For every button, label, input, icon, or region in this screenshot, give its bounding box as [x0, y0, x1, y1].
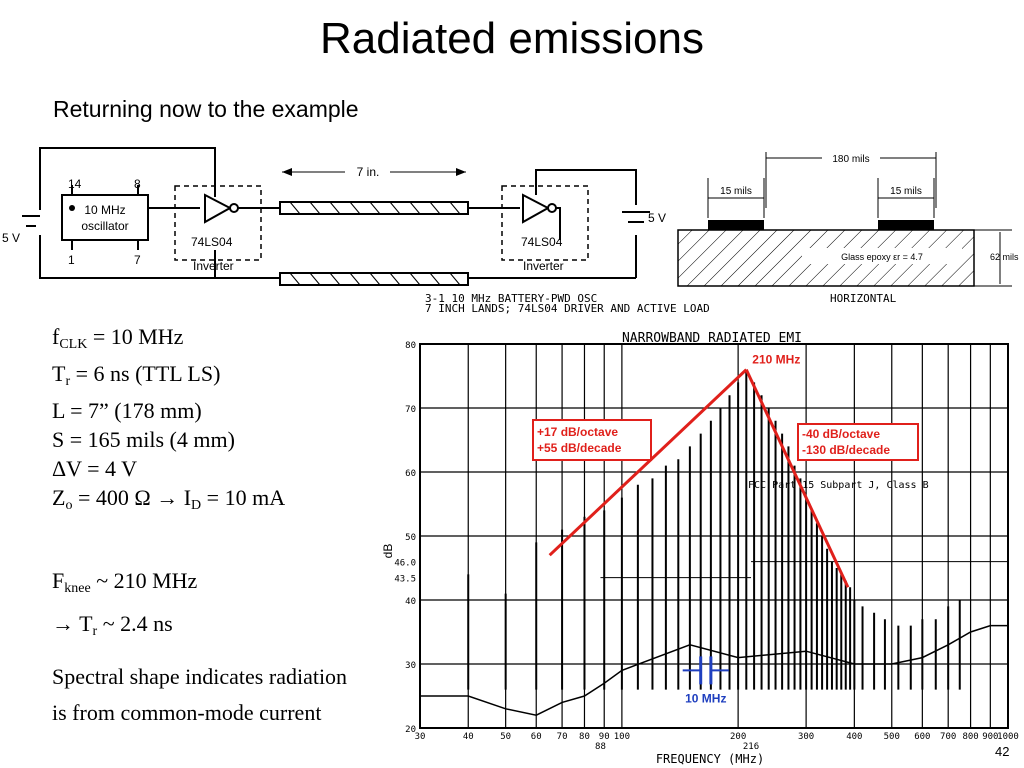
oscillator-label-2: oscillator: [81, 219, 128, 233]
x-tick-label: 400: [846, 732, 862, 742]
x-tick-label: 80: [579, 732, 590, 742]
x-tick-label: 50: [500, 732, 511, 742]
schematic-caption-2: 7 INCH LANDS; 74LS04 DRIVER AND ACTIVE L…: [425, 302, 710, 315]
gate-label-1: 74LS04: [191, 235, 233, 249]
peak-label: 210 MHz: [752, 353, 800, 367]
emi-spectrum-chart: NARROWBAND RADIATED EMI dB FREQUENCY (MH…: [381, 331, 1019, 766]
view-label: HORIZONTAL: [830, 292, 897, 305]
circuit-schematic: 14 8 1 7 10 MHz oscillator 5 V 5 V 74LS0…: [2, 147, 710, 315]
y-tick-label: 30: [405, 661, 416, 671]
x-extra-tick-label: 88: [595, 742, 606, 752]
trace-width-label-1: 15 mils: [720, 186, 752, 197]
rise-box: [532, 419, 652, 461]
pin-1-label: 1: [68, 253, 75, 267]
x-tick-label: 100: [614, 732, 630, 742]
y-tick-label: 20: [405, 725, 416, 735]
x-tick-label: 40: [463, 732, 474, 742]
pin-8-label: 8: [134, 177, 141, 191]
x-tick-label: 200: [730, 732, 746, 742]
param-fclk: fCLK = 10 MHz: [52, 324, 184, 352]
oscillator-label-1: 10 MHz: [84, 203, 125, 217]
page-number: 42: [995, 744, 1010, 759]
x-tick-label: 1000: [997, 732, 1019, 742]
fall-box: [797, 423, 919, 461]
y-tick-label: 70: [405, 405, 416, 415]
chart-title: NARROWBAND RADIATED EMI: [622, 331, 802, 346]
chart-ylabel: dB: [381, 544, 395, 559]
chart-xlabel: FREQUENCY (MHz): [656, 752, 764, 766]
param-impedance: Zo = 400 Ω → ID = 10 mA: [52, 485, 286, 513]
rise-decade-label: +55 dB/decade: [537, 441, 622, 455]
param-length: L = 7” (178 mm): [52, 398, 202, 423]
schematic-caption-1: 3-1 10 MHz BATTERY-PWD OSC: [425, 292, 597, 305]
y-extra-tick-label: 43.5: [394, 575, 416, 585]
x-extra-tick-label: 216: [743, 742, 759, 752]
x-tick-label: 700: [940, 732, 956, 742]
y-tick-label: 60: [405, 469, 416, 479]
fall-octave-label: -40 dB/octave: [802, 427, 880, 441]
parameter-list: fCLK = 10 MHz Tr = 6 ns (TTL LS) L = 7” …: [52, 322, 285, 520]
supply-voltage-right: 5 V: [648, 211, 666, 225]
rise-octave-label: +17 dB/octave: [537, 425, 618, 439]
x-tick-label: 300: [798, 732, 814, 742]
pin-7-label: 7: [134, 253, 141, 267]
x-tick-label: 800: [962, 732, 978, 742]
limit-annotation: FCC Part 15 Subpart J, Class B: [748, 480, 929, 491]
inverter-label-2: Inverter: [523, 259, 564, 273]
material-label: Glass epoxy εr = 4.7: [841, 252, 923, 262]
fall-slope-line: [744, 368, 850, 588]
trace-width-label-2: 15 mils: [890, 186, 922, 197]
slide-subtitle: Returning now to the example: [53, 96, 359, 122]
x-tick-label: 900: [982, 732, 998, 742]
thickness-label: 62 mils: [990, 252, 1019, 262]
x-tick-label: 500: [884, 732, 900, 742]
x-tick-label: 600: [914, 732, 930, 742]
spacing-label: 10 MHz: [685, 691, 726, 705]
x-tick-label: 60: [531, 732, 542, 742]
slide-title: Radiated emissions: [320, 14, 704, 63]
x-tick-label: 90: [599, 732, 610, 742]
y-tick-label: 80: [405, 341, 416, 351]
param-voltage: ΔV = 4 V: [52, 456, 138, 481]
x-tick-label: 30: [415, 732, 426, 742]
supply-voltage-left: 5 V: [2, 231, 20, 245]
fall-decade-label: -130 dB/decade: [802, 443, 890, 457]
noise-floor-trace: [420, 624, 1008, 716]
param-rise-time: Tr = 6 ns (TTL LS): [52, 361, 221, 389]
trace-length-label: 7 in.: [357, 165, 380, 179]
conclusion-text: Spectral shape indicates radiation is fr…: [52, 664, 348, 725]
knee-line-2: → Tr ~ 2.4 ns: [52, 611, 173, 639]
x-tick-label: 70: [557, 732, 568, 742]
gate-label-2: 74LS04: [521, 235, 563, 249]
board-cross-section: 180 mils 15 mils 15 mils Glass epoxy εr …: [677, 152, 1019, 305]
y-tick-label: 40: [405, 597, 416, 607]
inverter-label-1: Inverter: [193, 259, 234, 273]
rise-slope-line: [548, 368, 748, 557]
pin-14-label: 14: [68, 177, 82, 191]
y-extra-tick-label: 46.0: [394, 559, 416, 569]
knee-line-1: Fknee ~ 210 MHz: [52, 568, 198, 596]
y-tick-label: 50: [405, 533, 416, 543]
trace-spacing-label: 180 mils: [832, 154, 869, 165]
knee-frequency: Fknee ~ 210 MHz → Tr ~ 2.4 ns: [52, 566, 197, 646]
param-spacing: S = 165 mils (4 mm): [52, 427, 235, 452]
